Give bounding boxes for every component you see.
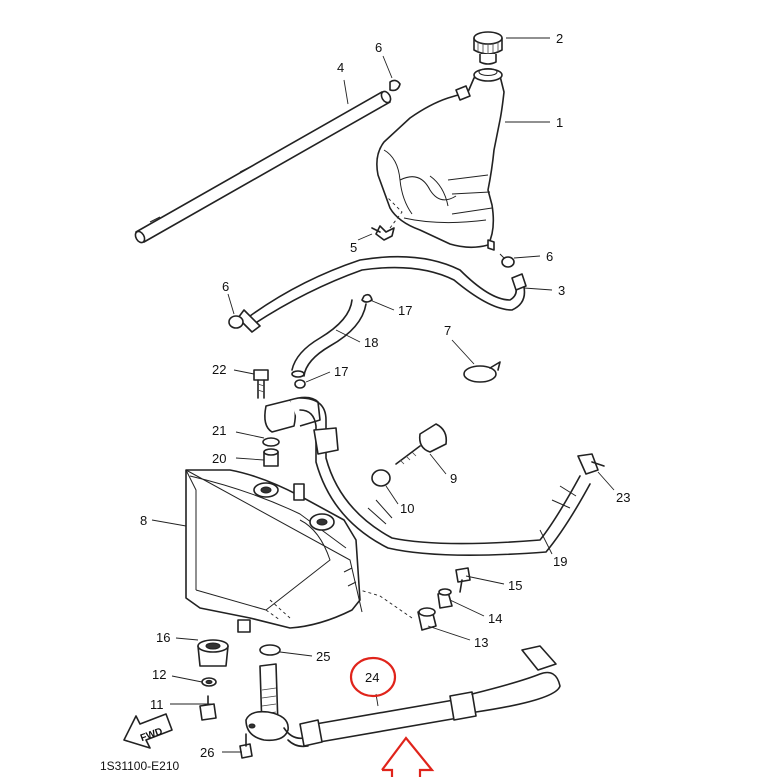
callout-1: 1 <box>556 115 563 130</box>
washer-12[interactable] <box>201 677 217 687</box>
bolt-15[interactable] <box>455 567 471 593</box>
hose-clip-right[interactable] <box>499 253 515 268</box>
hose-clip-17-mid[interactable] <box>294 379 306 389</box>
callout-7: 7 <box>444 323 451 338</box>
callout-15: 15 <box>508 578 522 593</box>
overflow-hose[interactable] <box>237 255 527 333</box>
washer-21[interactable] <box>262 437 280 447</box>
fitting-13[interactable] <box>359 589 437 631</box>
callout-22: 22 <box>212 362 226 377</box>
leader-lines <box>151 37 615 753</box>
callout-21: 21 <box>212 423 226 438</box>
callout-11: 11 <box>150 697 164 712</box>
callout-8: 8 <box>140 513 147 528</box>
hose-clip-17-top[interactable] <box>361 293 373 303</box>
oil-hose-24[interactable] <box>283 645 561 748</box>
callout-6-left: 6 <box>222 279 229 294</box>
o-ring-10[interactable] <box>371 469 391 487</box>
dipstick-9[interactable] <box>395 423 448 465</box>
callout-17-mid: 17 <box>334 364 348 379</box>
hose-18[interactable] <box>291 299 367 378</box>
callout-26: 26 <box>200 745 214 760</box>
callout-24: 24 <box>365 670 379 685</box>
callout-4: 4 <box>337 60 344 75</box>
bolt-11[interactable] <box>199 695 217 721</box>
callout-25: 25 <box>316 649 330 664</box>
hose-19[interactable] <box>299 397 591 556</box>
bolt-22[interactable] <box>253 369 269 399</box>
callout-5: 5 <box>350 240 357 255</box>
callout-19: 19 <box>553 554 567 569</box>
callout-18: 18 <box>364 335 378 350</box>
callout-13: 13 <box>474 635 488 650</box>
grommet-16[interactable] <box>197 639 229 667</box>
breather-pipe[interactable] <box>134 90 393 244</box>
o-ring-25[interactable] <box>259 644 281 656</box>
collar-20[interactable] <box>263 448 279 467</box>
bracket-22[interactable] <box>264 396 321 433</box>
bolt-26[interactable] <box>239 733 253 759</box>
highlight-circle <box>349 656 397 698</box>
callout-17-top: 17 <box>398 303 412 318</box>
callout-labels: 2 1 3 4 5 6 6 6 7 8 9 10 11 12 13 14 15 … <box>140 31 630 760</box>
fwd-arrow: FWD <box>123 713 173 749</box>
highlight-arrow <box>381 736 435 777</box>
bolt-5[interactable] <box>371 195 403 241</box>
hose-clip-top[interactable] <box>389 79 401 92</box>
hose-clip-left[interactable] <box>228 315 244 329</box>
callout-9: 9 <box>450 471 457 486</box>
callout-6-top: 6 <box>375 40 382 55</box>
callout-12: 12 <box>152 667 166 682</box>
oil-strainer[interactable] <box>245 663 289 742</box>
diagram-code: 1S31100-E210 <box>100 759 180 773</box>
callout-20: 20 <box>212 451 226 466</box>
fitting-14[interactable] <box>437 588 453 609</box>
callout-14: 14 <box>488 611 502 626</box>
callout-2: 2 <box>556 31 563 46</box>
callout-16: 16 <box>156 630 170 645</box>
reservoir-cap[interactable] <box>473 31 503 65</box>
callout-10: 10 <box>400 501 414 516</box>
callout-3: 3 <box>558 283 565 298</box>
callout-23: 23 <box>616 490 630 505</box>
reservoir-tank[interactable] <box>376 68 505 251</box>
callout-6-right: 6 <box>546 249 553 264</box>
oil-tank[interactable] <box>185 469 363 633</box>
hose-clip-7[interactable] <box>463 361 501 383</box>
highlight-marker: 24 <box>349 656 435 777</box>
fitting-23[interactable] <box>577 453 605 475</box>
